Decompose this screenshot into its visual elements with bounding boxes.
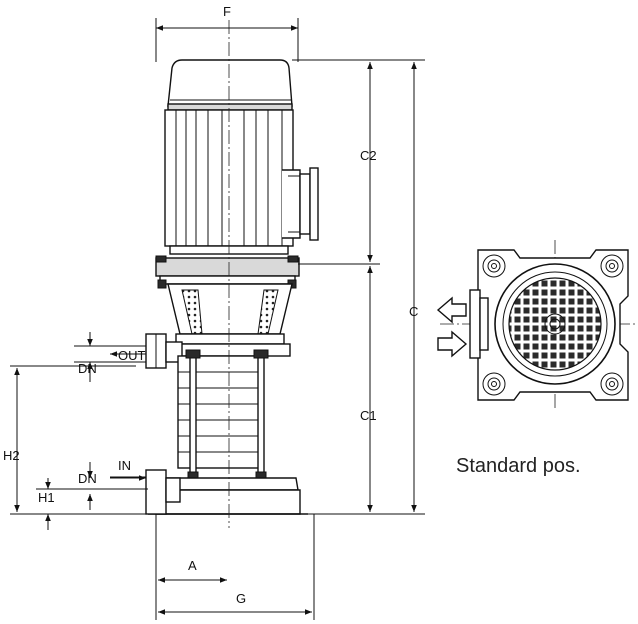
label-g: G [236, 591, 246, 606]
corner-bolts [482, 254, 624, 396]
label-out: OUT [118, 348, 146, 363]
standard-position-caption: Standard pos. [456, 455, 581, 477]
dimension-labels: F C2 C C1 H2 H1 DN DN OUT IN A G [3, 4, 418, 606]
inlet-arrow-icon [437, 330, 468, 358]
label-h1: H1 [38, 490, 55, 505]
label-c2: C2 [360, 148, 377, 163]
label-dn-inlet: DN [78, 471, 97, 486]
pump-top-view [436, 240, 636, 410]
outlet-arrow-icon [436, 296, 467, 324]
label-in: IN [118, 458, 131, 473]
label-c: C [409, 304, 418, 319]
pump-side-view [145, 20, 319, 528]
dimension-lines [10, 18, 425, 620]
label-a: A [188, 558, 197, 573]
label-c1: C1 [360, 408, 377, 423]
label-h2: H2 [3, 448, 20, 463]
label-dn-outlet: DN [78, 361, 97, 376]
label-f: F [223, 4, 231, 19]
